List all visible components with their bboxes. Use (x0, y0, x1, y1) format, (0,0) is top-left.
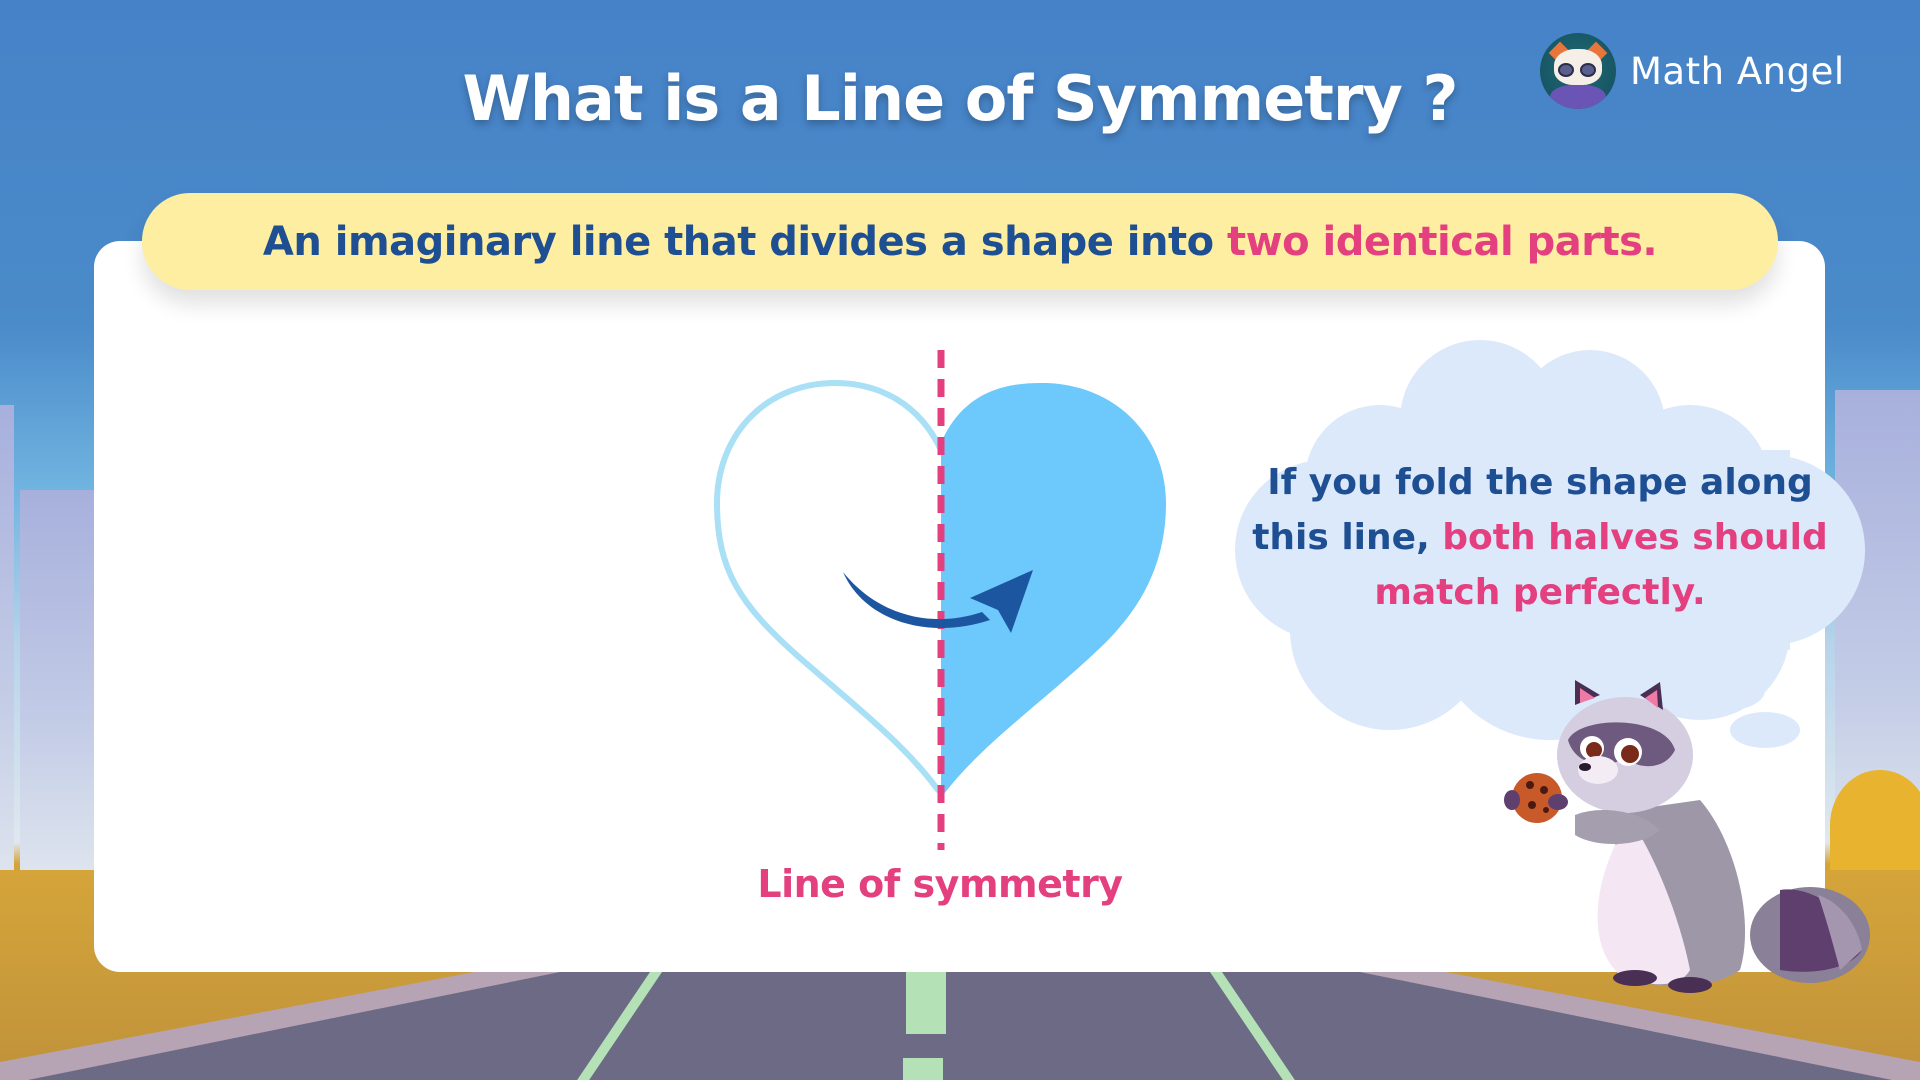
building (0, 405, 14, 875)
curved-arrow-right-icon (843, 570, 1033, 633)
heart-symmetry-diagram (713, 350, 1166, 850)
thought-bubble (1235, 340, 1865, 748)
lane-marking-center (906, 972, 946, 1034)
heart-right-half-filled (941, 382, 1166, 798)
bubble-line-3: match perfectly. (1374, 572, 1706, 613)
building (20, 490, 96, 870)
line-of-symmetry-label: Line of symmetry (757, 862, 1123, 906)
page-title: What is a Line of Symmetry ? (462, 62, 1459, 135)
thought-bubble-text: If you fold the shape along this line, b… (1240, 455, 1840, 620)
heart-left-half-outline (713, 379, 944, 793)
raccoon-character-icon (1504, 680, 1870, 993)
definition-highlight: two identical parts. (1227, 218, 1658, 265)
definition-banner: An imaginary line that divides a shape i… (142, 193, 1778, 290)
brand-name: Math Angel (1630, 49, 1845, 93)
lane-marking-center (903, 1058, 943, 1080)
definition-text: An imaginary line that divides a shape i… (262, 218, 1227, 265)
cookie-icon (1512, 773, 1562, 823)
brand-logo[interactable]: Math Angel (1540, 33, 1845, 109)
bubble-line-1: If you fold the shape along (1267, 462, 1813, 503)
bubble-line-2: this line, both halves should (1252, 517, 1828, 558)
cat-with-sunglasses-logo-icon (1540, 33, 1616, 109)
bush (1830, 770, 1920, 880)
